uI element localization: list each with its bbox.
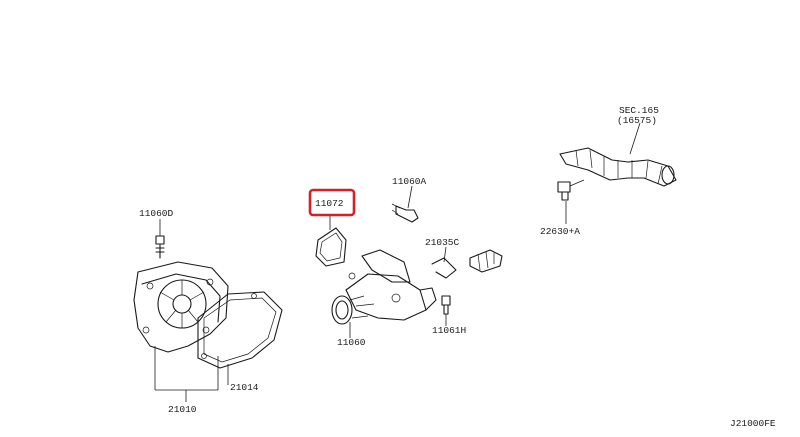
label-22630a[interactable]: 22630+A — [540, 226, 580, 237]
sensor-22630a[interactable] — [557, 179, 585, 201]
sensor-21035c[interactable] — [469, 249, 503, 273]
clip-21035c[interactable] — [431, 257, 457, 279]
label-11061h[interactable]: 11061H — [432, 325, 466, 336]
water-outlet-11060[interactable] — [331, 249, 437, 325]
diagram-code: J21000FE — [730, 418, 776, 429]
gasket-11072[interactable] — [315, 227, 347, 267]
label-21014[interactable]: 21014 — [230, 382, 259, 393]
label-sec-165: SEC.165 — [619, 105, 659, 116]
label-sec-16575: (16575) — [617, 115, 657, 126]
label-11060a[interactable]: 11060A — [392, 176, 427, 187]
bolt-11061h[interactable] — [441, 295, 451, 315]
water-pump-body[interactable] — [133, 261, 229, 353]
label-11072[interactable]: 11072 — [315, 198, 344, 209]
highlight-box — [308, 188, 356, 217]
label-21010[interactable]: 21010 — [168, 404, 197, 415]
leader-lines — [154, 122, 641, 402]
bolt-11060a[interactable] — [391, 203, 419, 223]
label-11060[interactable]: 11060 — [337, 337, 366, 348]
hose-assembly[interactable] — [559, 147, 677, 187]
label-21035c[interactable]: 21035C — [425, 237, 460, 248]
label-11060d[interactable]: 11060D — [139, 208, 174, 219]
pump-gasket[interactable] — [197, 291, 283, 369]
pump-bolt-11060d[interactable] — [155, 235, 165, 259]
